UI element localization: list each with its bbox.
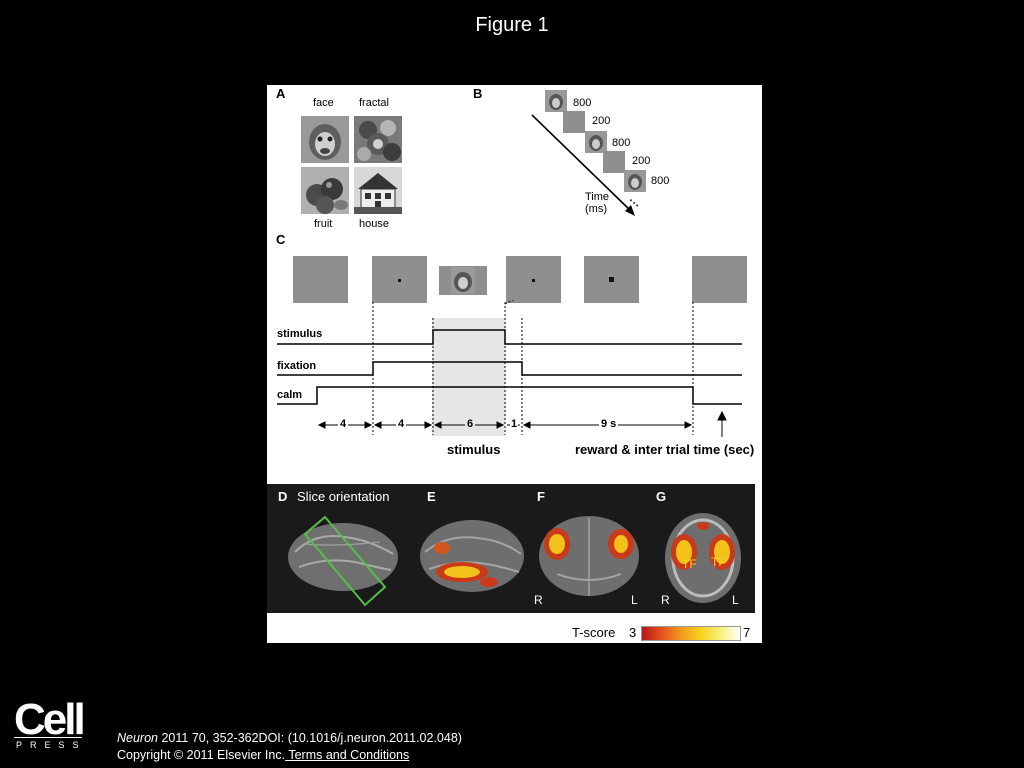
- panel-g-left: L: [732, 593, 739, 607]
- logo-word: Cell: [14, 695, 86, 744]
- journal-name: Neuron: [117, 731, 158, 745]
- dur-800-1: 800: [573, 97, 592, 109]
- face-label: face: [313, 97, 334, 109]
- fixation-dot: [398, 279, 401, 282]
- tf-label-2: TF: [711, 555, 726, 569]
- time-arrow: [531, 114, 635, 216]
- fruit-image: [301, 167, 349, 214]
- duration-2: 4: [396, 418, 407, 430]
- brain-sagittal-slice: [288, 515, 398, 607]
- duration-3: 6: [465, 418, 476, 430]
- timing-diagram: [277, 300, 742, 437]
- screen-iti: [692, 256, 747, 303]
- panel-g-label: G: [656, 489, 667, 504]
- slice-orientation-title: Slice orientation: [297, 489, 390, 504]
- terms-and-conditions-link[interactable]: Terms and Conditions: [285, 748, 410, 762]
- copyright-line: Copyright © 2011 Elsevier Inc. Terms and…: [117, 748, 409, 762]
- dur-800-3: 800: [651, 175, 670, 187]
- panel-b-label: B: [473, 86, 483, 101]
- panel-f-label: F: [537, 489, 545, 504]
- house-label: house: [359, 218, 389, 230]
- time-unit: (ms): [585, 203, 607, 215]
- panel-d-heading: D Slice orientation: [278, 489, 390, 504]
- brain-panels: D Slice orientation E F G: [267, 484, 755, 613]
- time-label: Time: [585, 191, 610, 203]
- slide-title: Figure 1: [475, 14, 549, 36]
- tscore-min: 3: [629, 625, 637, 640]
- duration-5: 9 s: [599, 418, 619, 430]
- fractal-image: [354, 116, 402, 163]
- duration-1: 4: [338, 418, 349, 430]
- dur-800-2: 800: [612, 137, 631, 149]
- seq-blank-1: [563, 111, 585, 133]
- tscore-colorbar: [641, 626, 741, 641]
- face-image: [301, 116, 349, 163]
- fruit-label: fruit: [314, 218, 333, 230]
- citation: Neuron 2011 70, 352-362DOI: (10.1016/j.n…: [117, 731, 462, 745]
- seq-face-3: [624, 170, 646, 192]
- stimulus-shade: [432, 318, 505, 436]
- fractal-label: fractal: [359, 97, 389, 109]
- panel-f-left: L: [631, 593, 638, 607]
- house-image: [354, 167, 402, 214]
- brain-lateral-activation: [420, 520, 524, 592]
- calm-trace-label: calm: [277, 389, 303, 401]
- seq-face-1: [545, 90, 567, 112]
- brain-axial-activation: [665, 513, 741, 603]
- fixation-trace-line: [277, 361, 742, 376]
- screen-post-stimulus: [506, 256, 561, 303]
- panel-d-label: D: [278, 489, 288, 504]
- screen-baseline: [293, 256, 348, 303]
- dur-200-2: 200: [632, 155, 651, 167]
- seq-face-2: [585, 131, 607, 153]
- stimulus-trace-line: [277, 329, 742, 345]
- stimulus-period-label: stimulus: [447, 442, 501, 457]
- brain-posterior-activation: [539, 516, 639, 596]
- fixation-trace-label: fixation: [277, 360, 317, 372]
- timing-dividers: [372, 302, 694, 435]
- tscore-label: T-score: [572, 625, 616, 640]
- tf-label-1: TF: [682, 557, 697, 571]
- citation-details: 2011 70, 352-362DOI: (10.1016/j.neuron.2…: [158, 731, 462, 745]
- logo-press: PRESS: [16, 740, 87, 750]
- tscore-max: 7: [743, 625, 751, 640]
- cell-press-logo: Cell PRESS: [14, 695, 87, 752]
- screen-reward: [584, 256, 639, 303]
- panel-g-right: R: [661, 593, 670, 607]
- reward-dot: [609, 277, 614, 282]
- panel-a-label: A: [276, 86, 286, 101]
- copyright-text: Copyright © 2011 Elsevier Inc.: [117, 748, 286, 762]
- panel-e-label: E: [427, 489, 436, 504]
- slice-box: [303, 515, 387, 607]
- panel-f-right: R: [534, 593, 543, 607]
- time-axis-label: Time (ms): [585, 191, 609, 215]
- screen-stimulus: [439, 266, 487, 295]
- reward-period-label: reward & inter trial time (sec): [575, 442, 755, 457]
- post-fixation-dot: [532, 279, 535, 282]
- figure-panel: A face fractal fruit house B 800: [267, 85, 762, 643]
- logo-rule: [14, 737, 82, 738]
- calm-trace-line: [277, 386, 742, 405]
- screen-fixation-dot: [372, 256, 427, 303]
- panel-c-label: C: [276, 232, 286, 247]
- duration-4: 1: [510, 418, 519, 430]
- stimulus-trace-label: stimulus: [277, 328, 323, 340]
- seq-blank-2: [603, 151, 625, 173]
- dur-200-1: 200: [592, 115, 611, 127]
